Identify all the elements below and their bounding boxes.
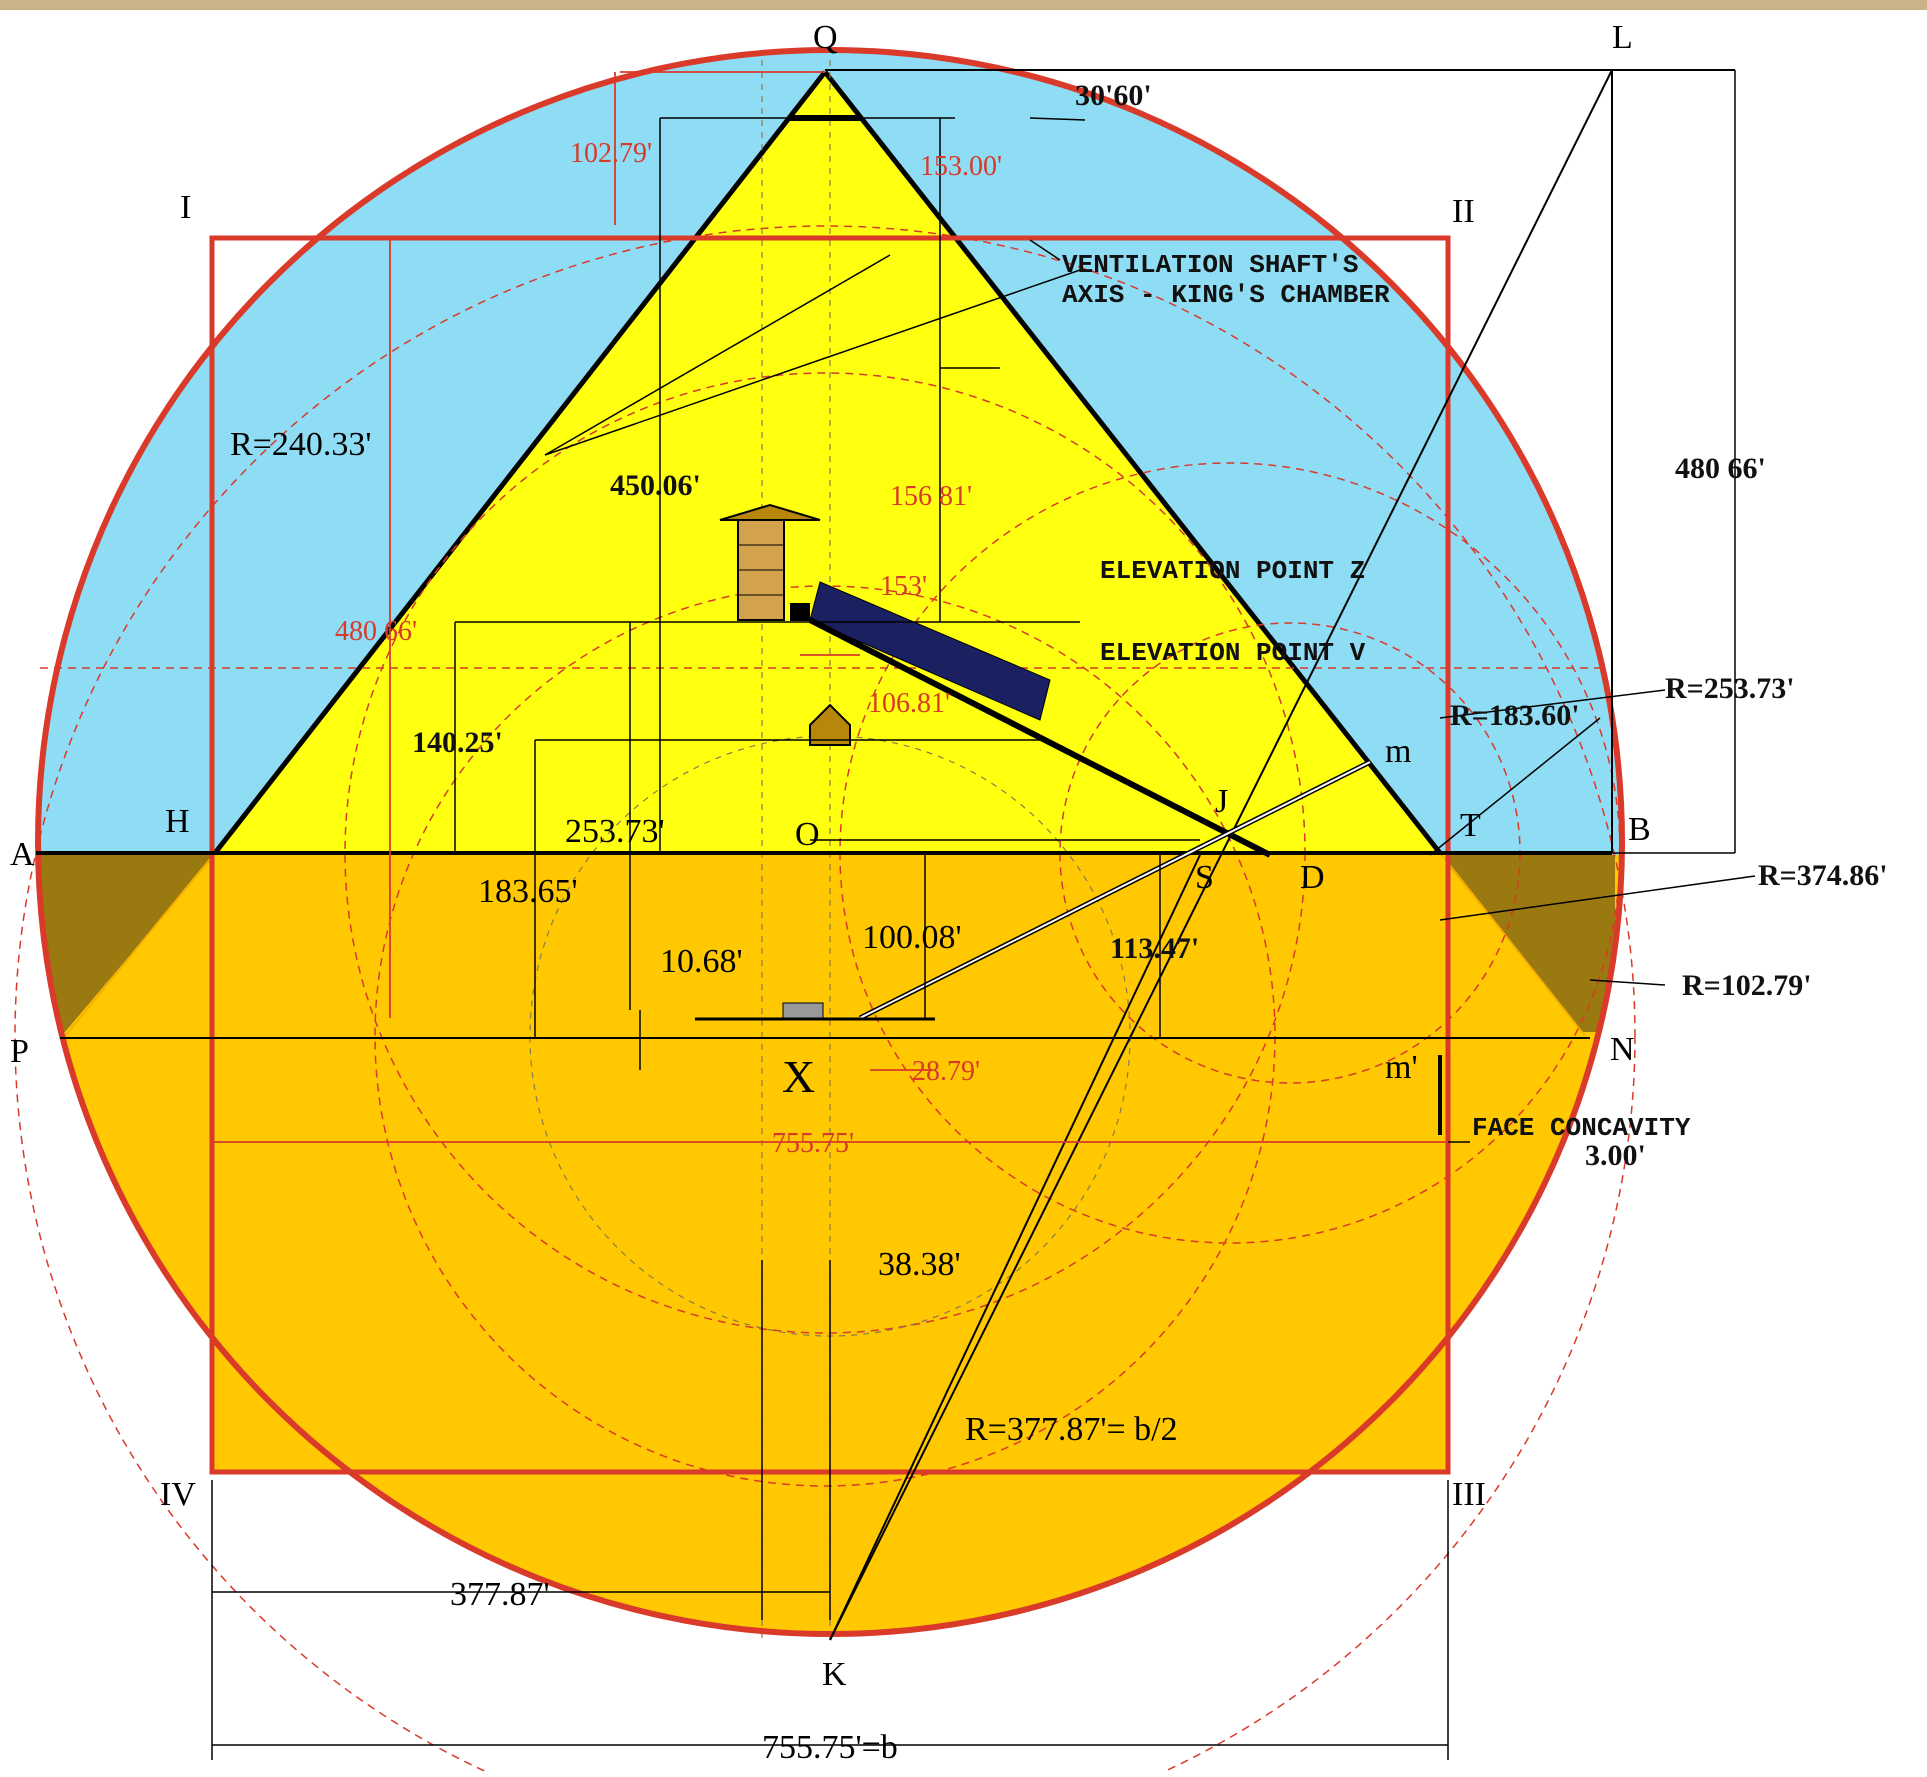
- label-d156: 156 81': [890, 481, 972, 512]
- label-d755-red: 755.75': [772, 1128, 854, 1159]
- label-d153: 153': [880, 571, 927, 602]
- label-d377: 377.87': [450, 1576, 550, 1613]
- label-vent-line-1: VENTILATION SHAFT'S: [1062, 250, 1358, 280]
- lower-right-diagonal: [1439, 852, 1586, 1037]
- label-r253: R=253.73': [1665, 672, 1795, 705]
- point-m: m: [1385, 733, 1411, 770]
- point-b: B: [1628, 811, 1651, 848]
- label-r183: R=183.60': [1450, 699, 1580, 732]
- point-q: Q: [813, 19, 838, 56]
- label-height-right: 480 66': [1675, 452, 1766, 485]
- label-d450: 450.06': [610, 469, 701, 502]
- pyramid-left-edge: [213, 70, 827, 855]
- main-circle: [35, 47, 1625, 1637]
- label-red480: 480 66': [335, 616, 417, 647]
- point-s: S: [1195, 859, 1214, 896]
- label-d38: 38.38': [878, 1246, 961, 1283]
- pyramid-face: [215, 72, 1440, 853]
- line-x-k-to-l: [829, 69, 1613, 1641]
- label-elev-z: ELEVATION POINT Z: [1100, 556, 1365, 586]
- label-r240: R=240.33': [230, 426, 371, 463]
- pyramid-right-edge: [823, 70, 1442, 855]
- queens-chamber-group: [809, 703, 851, 746]
- label-top-153: 153.00': [920, 151, 1002, 182]
- construction-lines: [211, 70, 1756, 1760]
- label-d253: 253.73': [565, 813, 665, 850]
- label-d113: 113.47': [1110, 932, 1199, 965]
- label-d10: 10.68': [660, 943, 743, 980]
- label-angle-top: 30'60': [1075, 79, 1152, 112]
- label-base: 755.75'=b: [762, 1729, 898, 1766]
- label-d100: 100.08': [862, 919, 962, 956]
- descending-passage-inner: [859, 761, 1371, 1019]
- label-vent-line-2: AXIS - KING'S CHAMBER: [1062, 280, 1390, 310]
- point-d: D: [1300, 859, 1325, 896]
- point-i: I: [180, 189, 191, 226]
- point-n: N: [1610, 1031, 1635, 1068]
- top-border-band: [0, 0, 1927, 10]
- point-j: J: [1215, 783, 1228, 820]
- label-apex-gap: 102.79': [570, 138, 652, 169]
- label-r374: R=374.86': [1758, 859, 1888, 892]
- label-d140: 140.25': [412, 726, 503, 759]
- point-l: L: [1612, 19, 1633, 56]
- point-ii: II: [1452, 193, 1475, 230]
- left-dark-wedge: [40, 855, 215, 1040]
- kings-chamber-group: [719, 503, 821, 621]
- grand-gallery: [809, 581, 1051, 721]
- point-a: A: [10, 836, 35, 873]
- label-elev-v: ELEVATION POINT V: [1100, 638, 1366, 668]
- label-d106: 106.81': [868, 688, 950, 719]
- point-iii: III: [1452, 1476, 1486, 1513]
- point-iv: IV: [160, 1476, 196, 1513]
- point-h: H: [165, 803, 190, 840]
- label-r377: R=377.87'= b/2: [965, 1411, 1178, 1448]
- point-p: P: [10, 1033, 29, 1070]
- subterranean-chamber: [782, 1002, 824, 1020]
- point-t: T: [1460, 807, 1481, 844]
- label-d28: 28.79': [912, 1056, 980, 1087]
- right-dark-wedge: [1440, 855, 1615, 1032]
- lower-left-diagonal: [64, 852, 216, 1037]
- point-m-prime: m': [1385, 1049, 1418, 1086]
- label-r102: R=102.79': [1682, 969, 1812, 1002]
- point-o: O: [795, 816, 820, 853]
- k-to-s: [829, 854, 1201, 1641]
- point-x: X: [782, 1051, 815, 1102]
- red-dimensions: [212, 71, 1448, 1143]
- label-d183: 183.65': [478, 873, 578, 910]
- ascending-passage: [808, 617, 1272, 858]
- label-face-concavity: FACE CONCAVITY: [1472, 1113, 1691, 1143]
- label-face-value: 3.00': [1585, 1139, 1646, 1172]
- point-k: K: [822, 1656, 847, 1693]
